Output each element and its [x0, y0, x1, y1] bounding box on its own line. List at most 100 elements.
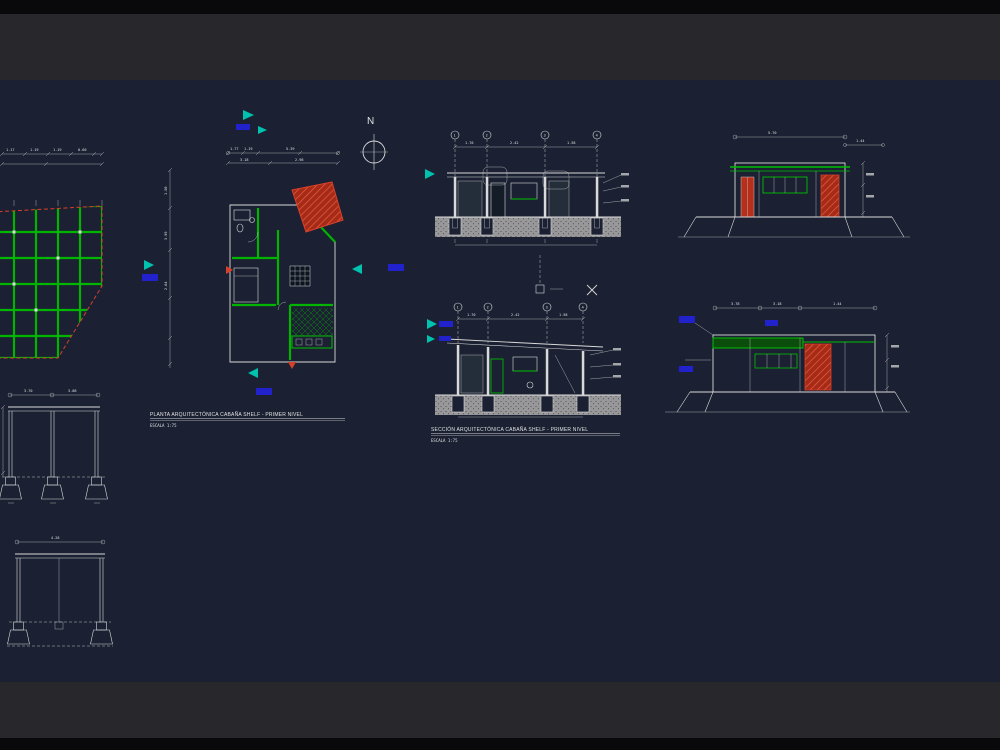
- grid-plan-column-markers: [12, 230, 82, 312]
- green-fascia-band[interactable]: [712, 337, 804, 349]
- frame1-footings[interactable]: [0, 476, 108, 504]
- door-opening[interactable]: [490, 182, 506, 218]
- datum-square: [535, 284, 545, 294]
- teal-arrow-icon[interactable]: [427, 319, 437, 329]
- dim-label: 4.28: [51, 536, 59, 540]
- frame1-structure[interactable]: [2, 406, 106, 478]
- dim-label: 1.77: [230, 147, 238, 151]
- section-b-drawing[interactable]: 1 2 3 4 1.70 2.42 1.58: [425, 295, 630, 450]
- teal-arrow-icon[interactable]: [425, 169, 435, 179]
- frame2-dimensions: 4.28: [14, 536, 106, 545]
- plan-body[interactable]: [226, 181, 344, 369]
- section-b-markers[interactable]: [427, 319, 453, 343]
- view-marker-right[interactable]: [352, 264, 404, 274]
- label-block-icon[interactable]: [256, 388, 272, 395]
- elev-b-building[interactable]: [712, 334, 876, 393]
- dim-label: 2.42: [511, 313, 519, 317]
- frame1-dimensions: 3.70 3.08: [0, 389, 101, 477]
- frame-elevation-2[interactable]: 4.28: [5, 530, 115, 660]
- teal-arrow-icon[interactable]: [258, 126, 267, 134]
- green-door[interactable]: [490, 358, 504, 394]
- bath-fixture[interactable]: [233, 209, 251, 221]
- leader-note-mark: [891, 365, 899, 368]
- section-b-structure[interactable]: [446, 338, 604, 395]
- green-window[interactable]: [754, 353, 798, 369]
- section-cut-arrow-icon[interactable]: [226, 266, 233, 274]
- elev-a-building[interactable]: [730, 162, 850, 218]
- label-block-icon[interactable]: [388, 264, 404, 271]
- leader-note-mark: [866, 195, 874, 198]
- section-b-ground[interactable]: [435, 394, 621, 415]
- drawing-scale: ESCALA 1:75: [431, 438, 458, 443]
- elev-b-dimensions: 3.78 3.18 1.44: [679, 302, 878, 336]
- axis-bubble-label: 4: [596, 134, 598, 138]
- elevation-a-drawing[interactable]: 5.70 1.44: [678, 125, 910, 247]
- grid-plan-red-outline[interactable]: [0, 205, 103, 359]
- structural-grid-plan[interactable]: 1.17 1.19 1.19 0.60 1.50 1.64: [0, 140, 115, 375]
- dim-label: 1.44: [856, 139, 864, 143]
- axis-bubble-label: 3: [544, 134, 546, 138]
- teal-arrow-icon[interactable]: [248, 368, 258, 378]
- window-opening[interactable]: [512, 356, 538, 372]
- teal-arrow-icon[interactable]: [352, 264, 362, 274]
- frame2-structure[interactable]: [9, 553, 111, 623]
- elev-a-dimensions: 5.70 1.44: [732, 131, 885, 147]
- label-block-icon[interactable]: [439, 321, 453, 327]
- north-label: N: [367, 116, 374, 127]
- dim-label: 1.50: [164, 187, 168, 195]
- teal-arrow-icon[interactable]: [427, 335, 435, 343]
- elev-a-side-dim: [860, 160, 874, 217]
- section-a-structure[interactable]: [447, 166, 605, 218]
- section-b-title-block: SECCIÓN ARQUITECTÓNICA CABAÑA SHELF - PR…: [431, 426, 620, 443]
- label-block-icon[interactable]: [439, 336, 451, 341]
- section-cut-arrow-icon[interactable]: [288, 362, 296, 369]
- teal-arrow-icon[interactable]: [243, 110, 254, 120]
- axis-bubble-label: 4: [582, 306, 584, 310]
- sink-fixture[interactable]: [249, 217, 255, 223]
- drawing-title: PLANTA ARQUITECTÓNICA CABAÑA SHELF - PRI…: [150, 411, 303, 418]
- dim-label: 3.99: [164, 232, 168, 240]
- dim-label: 3.18: [773, 302, 781, 306]
- label-block-icon[interactable]: [679, 366, 693, 372]
- label-block-icon[interactable]: [679, 316, 695, 323]
- north-arrow-icon: N: [360, 116, 388, 170]
- label-block-icon[interactable]: [236, 124, 250, 130]
- window-opening[interactable]: [510, 182, 538, 200]
- top-black-strip: [0, 0, 1000, 14]
- axis-bubble-label: 2: [487, 306, 489, 310]
- frame2-footings[interactable]: [7, 621, 113, 647]
- drawing-canvas[interactable]: 1.17 1.19 1.19 0.60 1.50 1.64: [0, 80, 1000, 682]
- label-block-icon[interactable]: [142, 274, 158, 281]
- section-a-grid-bubbles: 1 2 3 4 1.70 2.42 1.58: [450, 130, 602, 177]
- view-marker-bottom[interactable]: [248, 368, 272, 395]
- roof-hatch-panel[interactable]: [291, 181, 344, 233]
- teal-arrow-icon[interactable]: [144, 260, 154, 270]
- grid-plan-green-grid[interactable]: [0, 200, 104, 362]
- label-block-icon[interactable]: [765, 320, 778, 326]
- floor-plan-drawing[interactable]: 1.77 1.19 5.39 3.18 2.98 1.50 3.99 2.64: [140, 100, 430, 450]
- leader-note-mark: [613, 375, 621, 378]
- elev-b-ground[interactable]: [665, 391, 910, 413]
- section-b-footings[interactable]: [451, 395, 590, 418]
- dim-label: 3.18: [240, 158, 248, 162]
- view-marker-top[interactable]: [236, 110, 267, 134]
- dim-label: 1.58: [567, 141, 575, 145]
- frame-elevation-1[interactable]: 3.70 3.08: [0, 385, 110, 525]
- plan-dimensions-left: 1.50 3.99 2.64: [164, 167, 173, 368]
- dim-label: 3.70: [24, 389, 32, 393]
- bed-fixture[interactable]: [233, 267, 259, 303]
- top-gray-band: [0, 14, 1000, 80]
- elevation-b-drawing[interactable]: 3.78 3.18 1.44: [655, 290, 910, 425]
- section-a-drawing[interactable]: 1 2 3 4 1.70 2.42 1.58: [425, 125, 630, 260]
- dim-label: 1.19: [30, 148, 38, 152]
- elev-a-ground[interactable]: [678, 216, 910, 238]
- dim-label: 1.17: [6, 148, 14, 152]
- dim-label: 2.42: [510, 141, 518, 145]
- crosshair-mark: [586, 284, 598, 296]
- view-marker-left[interactable]: [142, 260, 158, 281]
- section-a-footings[interactable]: [448, 217, 604, 246]
- axis-bubble-label: 1: [454, 134, 456, 138]
- toilet-fixture[interactable]: [236, 223, 244, 233]
- red-hatch-panel[interactable]: [820, 174, 840, 218]
- red-hatch-panel[interactable]: [804, 343, 832, 391]
